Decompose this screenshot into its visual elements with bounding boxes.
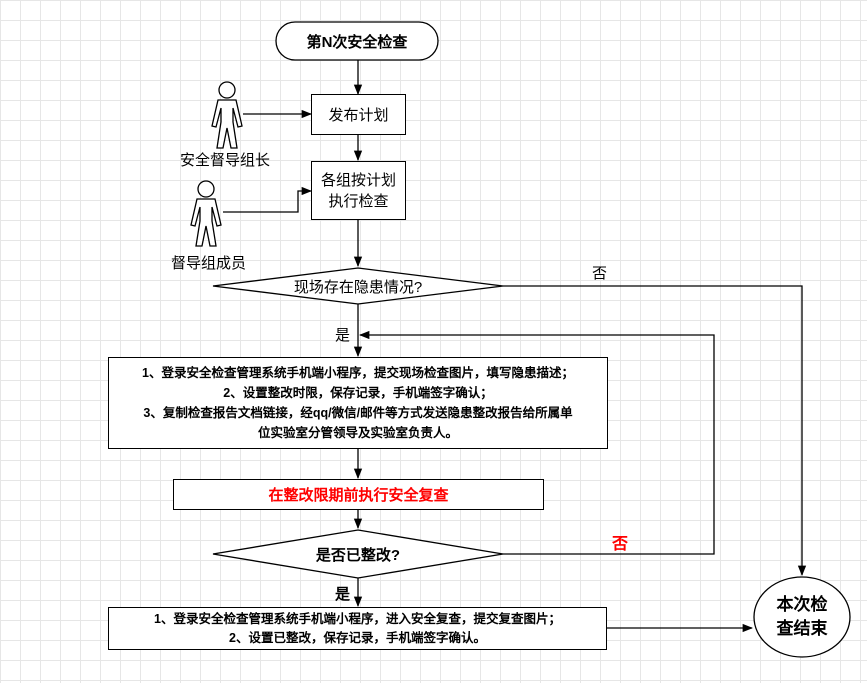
execute-check-line1: 各组按计划 — [320, 171, 396, 189]
rectified-question-label: 是否已整改? — [270, 544, 446, 564]
end-node-label: 本次检 查结束 — [754, 577, 850, 657]
start-text: 第N次安全检查 — [306, 33, 408, 51]
final-line-1: 1、登录安全检查管理系统手机端小程序，进入安全复查，提交复查图片； — [154, 611, 561, 626]
edge-label-not-rectified: 否 — [612, 536, 629, 553]
start-node-label: 第N次安全检查 — [276, 22, 438, 60]
hazard-question-text: 现场存在隐患情况? — [293, 278, 423, 296]
start-terminator — [275, 21, 439, 61]
steps-line-2: 2、设置整改时限，保存记录，手机端签字确认； — [223, 386, 493, 400]
actor-member-icon — [190, 180, 222, 247]
execute-check-box: 各组按计划 执行检查 — [311, 161, 406, 220]
recheck-box: 在整改限期前执行安全复查 — [173, 479, 544, 510]
edge-hazard-no-to-end — [503, 285, 807, 577]
edge-member-to-execute — [223, 186, 313, 213]
final-steps-box: 1、登录安全检查管理系统手机端小程序，进入安全复查，提交复查图片； 2、设置已整… — [108, 607, 607, 650]
publish-plan-text: 发布计划 — [328, 107, 389, 124]
steps-line-1: 1、登录安全检查管理系统手机端小程序，提交现场检查图片，填写隐患描述； — [142, 366, 574, 380]
edge-label-no-hazard: 否 — [592, 265, 608, 282]
steps-line-4: 位实验室分管领导及实验室负责人。 — [257, 426, 458, 440]
actor-leader-label: 安全督导组长 — [180, 152, 271, 169]
end-line-2: 查结束 — [776, 619, 828, 638]
actor-member-label: 督导组成员 — [171, 255, 247, 272]
rectified-question-text: 是否已整改? — [315, 546, 401, 564]
edge-label-yes-hazard: 是 — [335, 327, 351, 344]
edge-label-rectified: 是 — [335, 586, 351, 603]
edge-not-rectified-loop — [358, 330, 715, 555]
execute-check-line2: 执行检查 — [328, 192, 389, 210]
recheck-text: 在整改限期前执行安全复查 — [268, 487, 449, 504]
steps-line-3: 3、复制检查报告文档链接，经qq/微信/邮件等方式发送隐患整改报告给所属单 — [143, 406, 573, 420]
publish-plan-box: 发布计划 — [311, 94, 406, 135]
final-line-2: 2、设置已整改，保存记录，手机端签字确认。 — [229, 630, 486, 645]
steps-box: 1、登录安全检查管理系统手机端小程序，提交现场检查图片，填写隐患描述； 2、设置… — [108, 357, 608, 449]
hazard-question-label: 现场存在隐患情况? — [250, 276, 466, 296]
end-terminator — [753, 576, 851, 658]
actor-leader-icon — [211, 81, 243, 149]
end-line-1: 本次检 — [776, 595, 828, 614]
